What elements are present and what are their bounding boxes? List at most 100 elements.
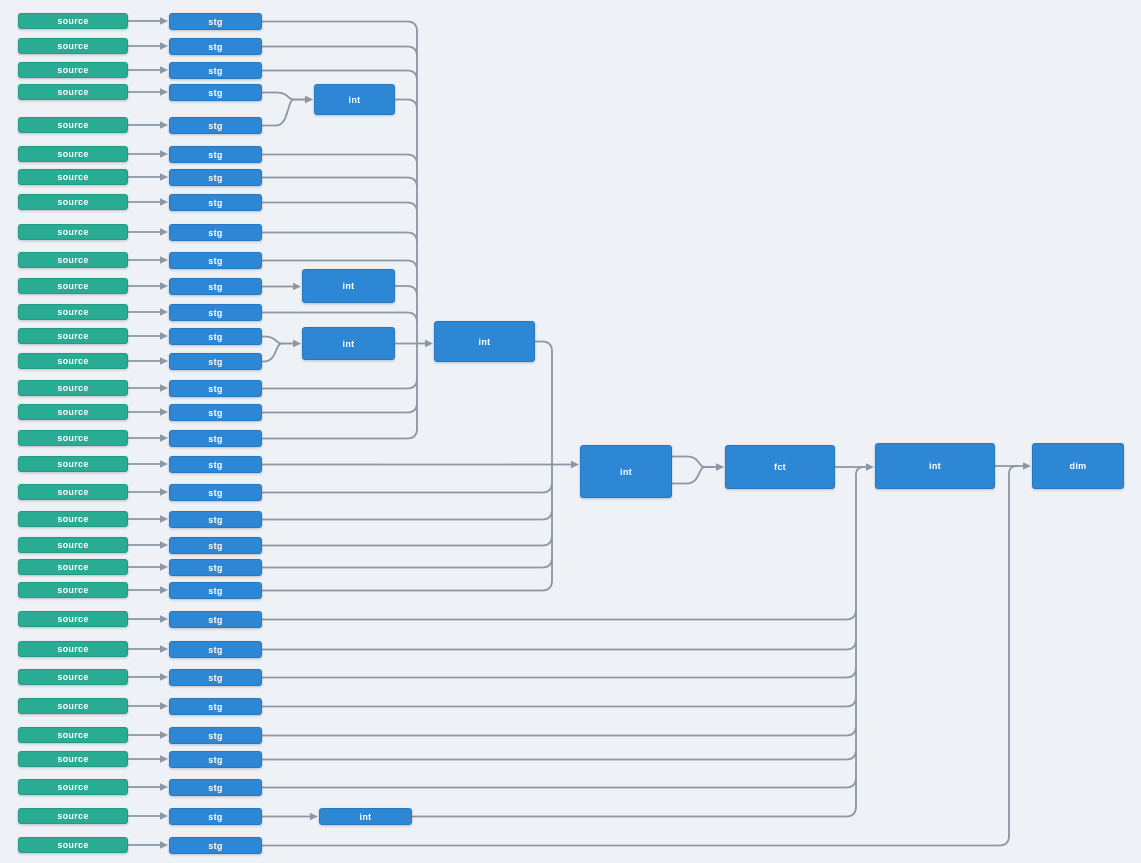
node-stg[interactable]: stg — [169, 698, 262, 715]
node-source[interactable]: source — [18, 353, 128, 369]
edge-arrowhead-icon — [160, 173, 168, 181]
node-source[interactable]: source — [18, 779, 128, 795]
node-source[interactable]: source — [18, 13, 128, 29]
node-stg[interactable]: stg — [169, 278, 262, 295]
node-dim[interactable]: dim — [1032, 443, 1124, 489]
edge-arrowhead-icon — [293, 339, 301, 348]
edge-arrowhead-icon — [160, 88, 168, 96]
edge-arrowhead-icon — [160, 434, 168, 442]
node-stg[interactable]: stg — [169, 669, 262, 686]
node-source[interactable]: source — [18, 751, 128, 767]
node-int[interactable]: int — [319, 808, 412, 825]
edge-arrowhead-icon — [160, 357, 168, 365]
node-int[interactable]: int — [875, 443, 995, 489]
edge-arrowhead-icon — [160, 198, 168, 206]
node-stg[interactable]: stg — [169, 641, 262, 658]
node-source[interactable]: source — [18, 194, 128, 210]
node-source[interactable]: source — [18, 38, 128, 54]
node-stg[interactable]: stg — [169, 779, 262, 796]
node-stg[interactable]: stg — [169, 252, 262, 269]
node-source[interactable]: source — [18, 698, 128, 714]
node-stg[interactable]: stg — [169, 511, 262, 528]
node-int[interactable]: int — [302, 327, 395, 360]
node-stg[interactable]: stg — [169, 224, 262, 241]
node-stg[interactable]: stg — [169, 353, 262, 370]
edge-arrowhead-icon — [160, 460, 168, 468]
node-source[interactable]: source — [18, 146, 128, 162]
edge-arrowhead-icon — [160, 256, 168, 264]
node-stg[interactable]: stg — [169, 837, 262, 854]
edge-arrowhead-icon — [160, 488, 168, 496]
node-stg[interactable]: stg — [169, 194, 262, 211]
node-stg[interactable]: stg — [169, 808, 262, 825]
edge-arrowhead-icon — [866, 463, 874, 471]
node-source[interactable]: source — [18, 278, 128, 294]
node-source[interactable]: source — [18, 84, 128, 100]
node-stg[interactable]: stg — [169, 559, 262, 576]
edge-arrowhead-icon — [160, 408, 168, 416]
node-stg[interactable]: stg — [169, 582, 262, 599]
node-int[interactable]: int — [302, 269, 395, 303]
node-stg[interactable]: stg — [169, 13, 262, 30]
node-stg[interactable]: stg — [169, 146, 262, 163]
node-source[interactable]: source — [18, 641, 128, 657]
edge-arrowhead-icon — [160, 541, 168, 549]
node-source[interactable]: source — [18, 62, 128, 78]
node-source[interactable]: source — [18, 727, 128, 743]
node-source[interactable]: source — [18, 837, 128, 853]
node-stg[interactable]: stg — [169, 117, 262, 134]
node-source[interactable]: source — [18, 430, 128, 446]
node-stg[interactable]: stg — [169, 328, 262, 345]
edge-path — [411, 805, 857, 818]
node-stg[interactable]: stg — [169, 611, 262, 628]
node-source[interactable]: source — [18, 537, 128, 553]
edge-arrowhead-icon — [160, 121, 168, 129]
node-fct[interactable]: fct — [725, 445, 835, 489]
node-source[interactable]: source — [18, 404, 128, 420]
node-stg[interactable]: stg — [169, 169, 262, 186]
node-stg[interactable]: stg — [169, 727, 262, 744]
edge-arrowhead-icon — [160, 384, 168, 392]
node-source[interactable]: source — [18, 304, 128, 320]
node-stg[interactable]: stg — [169, 751, 262, 768]
edge-arrowhead-icon — [160, 17, 168, 25]
node-stg[interactable]: stg — [169, 537, 262, 554]
edge-arrowhead-icon — [425, 339, 433, 348]
node-stg[interactable]: stg — [169, 380, 262, 397]
node-source[interactable]: source — [18, 669, 128, 685]
node-source[interactable]: source — [18, 582, 128, 598]
edge-arrowhead-icon — [160, 66, 168, 74]
edge-path — [261, 98, 295, 127]
node-stg[interactable]: stg — [169, 304, 262, 321]
node-stg[interactable]: stg — [169, 84, 262, 101]
node-source[interactable]: source — [18, 611, 128, 627]
edge-arrowhead-icon — [716, 463, 724, 471]
node-source[interactable]: source — [18, 224, 128, 240]
node-int[interactable]: int — [434, 321, 535, 362]
node-stg[interactable]: stg — [169, 484, 262, 501]
node-source[interactable]: source — [18, 328, 128, 344]
node-stg[interactable]: stg — [169, 62, 262, 79]
node-source[interactable]: source — [18, 559, 128, 575]
edge-path — [534, 340, 553, 353]
node-source[interactable]: source — [18, 808, 128, 824]
edge-path — [1008, 465, 1018, 837]
node-stg[interactable]: stg — [169, 404, 262, 421]
edge-arrowhead-icon — [160, 150, 168, 158]
node-source[interactable]: source — [18, 456, 128, 472]
node-int[interactable]: int — [580, 445, 672, 498]
node-source[interactable]: source — [18, 117, 128, 133]
node-source[interactable]: source — [18, 511, 128, 527]
node-source[interactable]: source — [18, 484, 128, 500]
node-source[interactable]: source — [18, 380, 128, 396]
edge-arrowhead-icon — [160, 755, 168, 763]
node-stg[interactable]: stg — [169, 38, 262, 55]
node-stg[interactable]: stg — [169, 430, 262, 447]
node-stg[interactable]: stg — [169, 456, 262, 473]
node-int[interactable]: int — [314, 84, 395, 115]
node-source[interactable]: source — [18, 252, 128, 268]
node-source[interactable]: source — [18, 169, 128, 185]
edge-arrowhead-icon — [571, 460, 579, 469]
